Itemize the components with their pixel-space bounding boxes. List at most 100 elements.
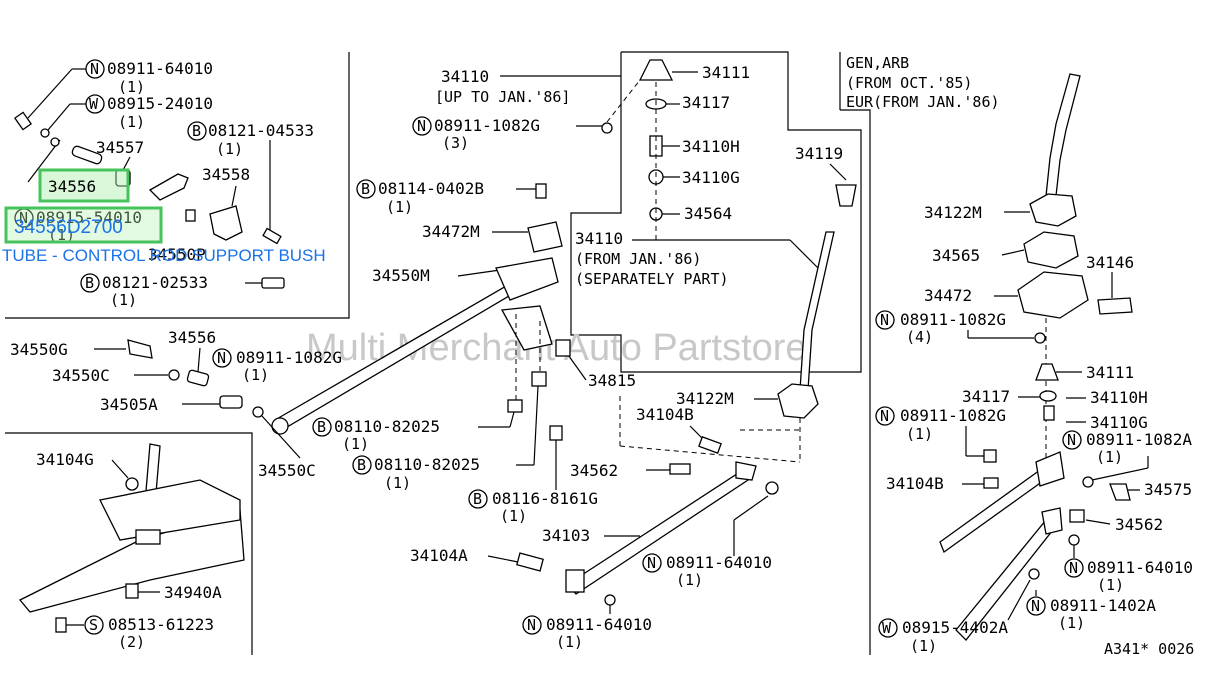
- svg-text:N: N: [417, 117, 426, 135]
- svg-text:08911-1082G: 08911-1082G: [900, 406, 1006, 425]
- svg-text:N: N: [1069, 559, 1078, 577]
- svg-text:08911-1402A: 08911-1402A: [1050, 596, 1156, 615]
- svg-text:N: N: [1031, 597, 1040, 615]
- label-34940a: 34940A: [164, 583, 222, 602]
- callout-n-08911-1402a: N 08911-1402A (1): [1026, 590, 1156, 632]
- svg-text:08911-64010: 08911-64010: [1087, 558, 1193, 577]
- callout-b-08121-04533: B 08121-04533 (1): [187, 121, 314, 245]
- panel-borders: [5, 51, 871, 655]
- boot-right: [1029, 193, 1077, 227]
- label-34110g-a: 34110G: [682, 168, 740, 187]
- svg-text:(1): (1): [1096, 448, 1123, 466]
- svg-text:08110-82025: 08110-82025: [374, 455, 480, 474]
- callout-n-08911-64010-a: N 08911-64010 (1): [13, 59, 213, 131]
- label-34575: 34575: [1144, 480, 1192, 499]
- label-34117-b: 34117: [962, 387, 1010, 406]
- callout-w-08915-24010: W 08915-24010 (1): [40, 94, 213, 138]
- lever-part: [209, 205, 243, 241]
- housing-34472: [1017, 271, 1089, 319]
- svg-text:08114-0402B: 08114-0402B: [378, 179, 484, 198]
- svg-text:(1): (1): [906, 425, 933, 443]
- svg-text:W: W: [882, 619, 892, 637]
- svg-text:N: N: [880, 311, 889, 329]
- callout-b-08116-8161g: B 08116-8161G (1): [468, 425, 598, 525]
- callout-b-08110-82025-a: B 08110-82025 (1): [312, 399, 523, 453]
- label-34550g: 34550G: [10, 340, 68, 359]
- label-34562-a: 34562: [1115, 515, 1163, 534]
- callout-n-08911-64010-b: N 08911-64010 (1): [1064, 534, 1193, 594]
- label-34558: 34558: [202, 165, 250, 184]
- callout-n-08911-64010-c: N 08911-64010 (1): [642, 495, 772, 589]
- shift-lever-right: [1045, 73, 1081, 197]
- svg-text:(2): (2): [118, 633, 145, 651]
- svg-text:B: B: [192, 122, 201, 140]
- svg-text:34110: 34110: [575, 229, 623, 248]
- callout-n-08911-1082g-d: N 08911-1082G (1): [212, 348, 342, 384]
- bracket-part: [148, 173, 189, 201]
- svg-text:B: B: [85, 274, 94, 292]
- svg-text:(1): (1): [500, 507, 527, 525]
- label-34110h-a: 34110H: [682, 137, 740, 156]
- svg-text:N: N: [217, 349, 226, 367]
- note-gen-arb: GEN,ARB (FROM OCT.'85) EUR(FROM JAN.'86): [846, 54, 1000, 111]
- highlight-34556-box[interactable]: 34556: [38, 168, 130, 203]
- boot-center: [777, 383, 819, 419]
- callout-b-08114-0402b: B 08114-0402B (1): [356, 179, 547, 216]
- diagram-code: A341* 0026: [1104, 640, 1194, 658]
- svg-text:08911-1082G: 08911-1082G: [236, 348, 342, 367]
- label-34550c-b: 34550C: [258, 461, 316, 480]
- svg-text:(1): (1): [384, 474, 411, 492]
- svg-text:GEN,ARB: GEN,ARB: [846, 54, 909, 72]
- svg-text:08121-02533: 08121-02533: [102, 273, 208, 292]
- svg-text:(1): (1): [556, 633, 583, 651]
- label-34104a: 34104A: [410, 546, 468, 565]
- svg-text:(1): (1): [216, 140, 243, 158]
- svg-text:08513-61223: 08513-61223: [108, 615, 214, 634]
- tube-part: [71, 145, 103, 165]
- svg-text:08911-64010: 08911-64010: [107, 59, 213, 78]
- bolt-part: [13, 111, 33, 131]
- label-34119: 34119: [795, 144, 843, 163]
- label-34104b-a: 34104B: [886, 474, 944, 493]
- svg-text:B: B: [317, 418, 326, 436]
- highlight-part-number-box[interactable]: 34556D2700: [4, 206, 163, 244]
- svg-text:(1): (1): [386, 198, 413, 216]
- label-34564: 34564: [684, 204, 732, 223]
- svg-text:B: B: [473, 490, 482, 508]
- label-34122m-b: 34122M: [676, 389, 734, 408]
- svg-text:N: N: [90, 60, 99, 78]
- label-34110h-b: 34110H: [1090, 388, 1148, 407]
- label-34146: 34146: [1086, 253, 1134, 272]
- svg-text:(1): (1): [342, 435, 369, 453]
- label-34104b-b: 34104B: [636, 405, 694, 424]
- svg-text:N: N: [880, 407, 889, 425]
- highlight-part-number: 34556D2700: [14, 217, 123, 238]
- callout-s-08513-61223: S 08513-61223 (2): [55, 615, 214, 651]
- svg-text:08911-64010: 08911-64010: [666, 553, 772, 572]
- callout-n-08911-1082g-a: N 08911-1082G (3): [412, 116, 613, 152]
- svg-text:EUR(FROM JAN.'86): EUR(FROM JAN.'86): [846, 93, 1000, 111]
- svg-text:08911-1082G: 08911-1082G: [900, 310, 1006, 329]
- label-34122m-a: 34122M: [924, 203, 982, 222]
- bracket-34146: [1097, 297, 1133, 315]
- label-34111-b: 34111: [1086, 363, 1134, 382]
- svg-text:(4): (4): [906, 328, 933, 346]
- callout-n-08911-64010-d: N 08911-64010 (1): [522, 594, 652, 651]
- svg-text:34556: 34556: [48, 177, 96, 196]
- label-34104g: 34104G: [36, 450, 94, 469]
- label-34550c-a: 34550C: [52, 366, 110, 385]
- callout-n-08911-1082g-b: N 08911-1082G (4): [875, 310, 1046, 346]
- label-34550p: 34550P: [148, 245, 206, 264]
- svg-text:S: S: [89, 616, 98, 634]
- label-34556-b: 34556: [168, 328, 216, 347]
- seal-ring: [1023, 231, 1079, 269]
- boot-part: [835, 184, 857, 207]
- svg-text:08915-54010: 08915-54010: [36, 208, 142, 227]
- svg-text:(1): (1): [676, 571, 703, 589]
- svg-text:(1): (1): [242, 366, 269, 384]
- svg-text:(1): (1): [118, 113, 145, 131]
- svg-text:08915-4402A: 08915-4402A: [902, 618, 1008, 637]
- rod-34103: [565, 461, 779, 595]
- svg-text:(1): (1): [118, 78, 145, 96]
